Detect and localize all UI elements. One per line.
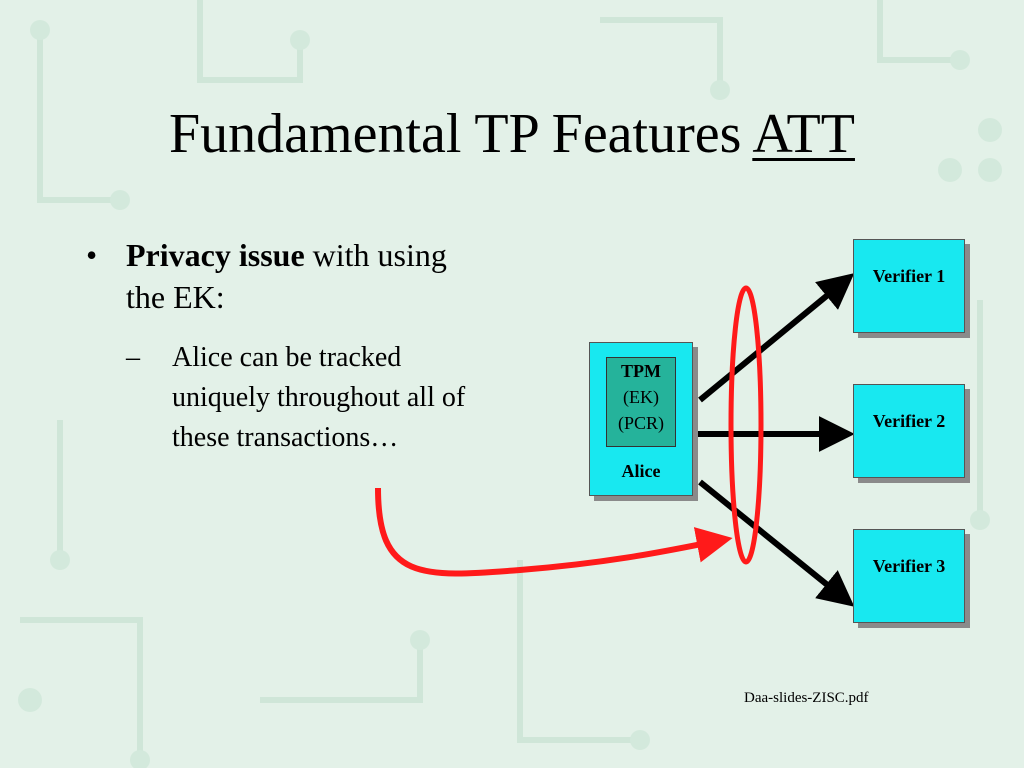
tpm-chip: TPM (EK) (PCR) xyxy=(606,357,676,447)
bullet-bold-text: Privacy issue xyxy=(126,237,305,273)
verifier-3-box: Verifier 3 xyxy=(853,529,965,623)
tpm-label: TPM xyxy=(621,361,661,381)
verifier-3-label: Verifier 3 xyxy=(872,556,946,576)
alice-label: Alice xyxy=(621,461,661,481)
verifier-1-box: Verifier 1 xyxy=(853,239,965,333)
title-underlined-text: ATT xyxy=(752,103,855,165)
verifier-2-box: Verifier 2 xyxy=(853,384,965,478)
source-caption: Daa-slides-ZISC.pdf xyxy=(744,690,869,706)
title-text: Fundamental TP Features xyxy=(169,103,742,165)
bullet-rest-text: with using the EK: xyxy=(126,237,447,315)
bullet-marker: • xyxy=(86,237,98,273)
verifier-2-label: Verifier 2 xyxy=(872,411,946,431)
bullet-text: Privacy issue with using the EK: xyxy=(126,234,466,318)
pcr-label: (PCR) xyxy=(617,413,664,433)
sub-bullet-text: Alice can be tracked uniquely throughout… xyxy=(172,342,466,453)
ek-label: (EK) xyxy=(623,387,659,407)
slide-title: Fundamental TP Features ATT xyxy=(0,98,1024,170)
sub-bullet-marker: – xyxy=(126,342,140,373)
alice-box: TPM (EK) (PCR) Alice xyxy=(589,342,693,496)
verifier-1-label: Verifier 1 xyxy=(872,266,946,286)
